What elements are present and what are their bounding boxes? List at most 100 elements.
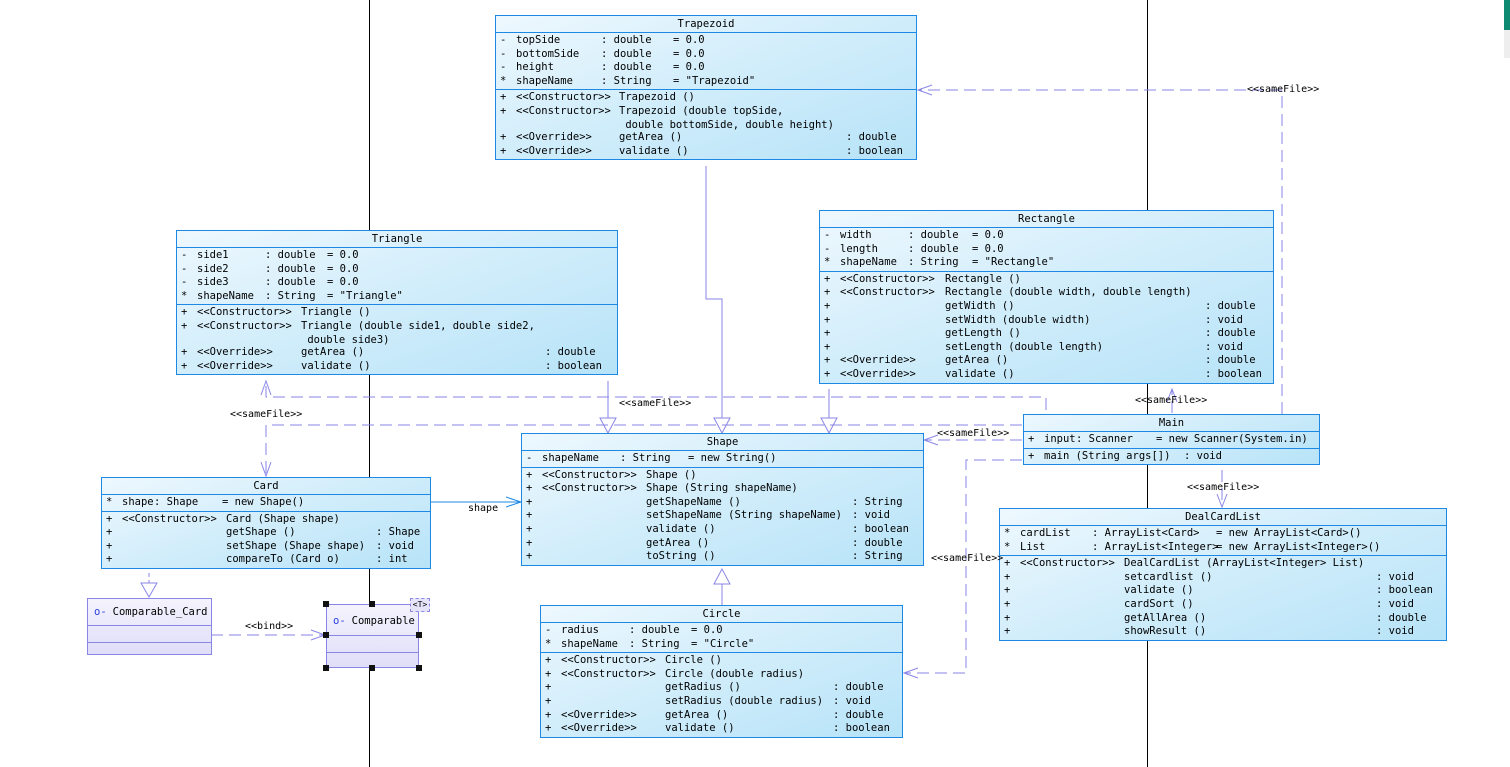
attribute-row[interactable]: -width: double= 0.0 [820, 229, 1273, 243]
operation-row[interactable]: +<<Override>>validate (): boolean [541, 722, 902, 736]
operation-row[interactable]: +<<Constructor>>Trapezoid () [496, 91, 916, 105]
attribute-row[interactable]: *shapeName: String= "Rectangle" [820, 256, 1273, 270]
class-circle[interactable]: Circle -radius: double= 0.0*shapeName: S… [540, 605, 903, 738]
selection-handle-nw[interactable] [323, 601, 329, 607]
visibility-marker: + [181, 306, 188, 319]
attribute-row[interactable]: -radius: double= 0.0 [541, 624, 902, 638]
operation-row[interactable]: +getShapeName (): String [522, 496, 923, 510]
class-main[interactable]: Main +input: Scanner= new Scanner(System… [1023, 414, 1320, 466]
bind-label: <<bind>> [245, 621, 294, 632]
class-title: Rectangle [820, 211, 1273, 228]
operation-row[interactable]: +<<Override>>getArea (): double [177, 346, 617, 360]
attribute-type: : double [908, 229, 959, 241]
visibility-marker: * [500, 74, 507, 87]
attribute-row[interactable]: *shapeName: String= "Triangle" [177, 290, 617, 304]
operation-row[interactable]: +setShapeName (String shapeName): void [522, 509, 923, 523]
operation-row[interactable]: +<<Constructor>>Rectangle (double width,… [820, 286, 1273, 300]
attribute-row[interactable]: -bottomSide: double= 0.0 [496, 48, 916, 62]
attribute-row[interactable]: -shapeName: String= new String() [522, 452, 923, 466]
arrowhead-triangle [260, 379, 272, 396]
class-dealcardlist[interactable]: DealCardList *cardList: ArrayList<Card>=… [999, 508, 1447, 641]
attribute-row[interactable]: -height: double= 0.0 [496, 61, 916, 75]
operation-row[interactable]: +validate (): boolean [522, 523, 923, 537]
operation-row[interactable]: +<<Constructor>>Card (Shape shape) [102, 513, 430, 527]
operation-row[interactable]: +<<Constructor>>Trapezoid (double topSid… [496, 105, 916, 131]
attribute-name: cardList [1020, 527, 1071, 539]
side-panel-edge[interactable] [1504, 0, 1510, 58]
attribute-type: : double [265, 262, 316, 275]
attribute-row[interactable]: *shape: Shape= new Shape() [102, 496, 430, 510]
operation-row[interactable]: +setRadius (double radius): void [541, 695, 902, 709]
operation-row[interactable]: +<<Constructor>>Rectangle () [820, 273, 1273, 287]
operation-row[interactable]: +<<Constructor>>Shape (String shapeName) [522, 482, 923, 496]
attribute-row[interactable]: +input: Scanner= new Scanner(System.in) [1024, 433, 1319, 447]
class-shape[interactable]: Shape -shapeName: String= new String() +… [521, 433, 924, 566]
class-trapezoid[interactable]: Trapezoid -topSide: double= 0.0-bottomSi… [495, 15, 917, 161]
attribute-row[interactable]: -length: double= 0.0 [820, 243, 1273, 257]
operation-row[interactable]: +compareTo (Card o): int [102, 553, 430, 567]
operation-row[interactable]: +getLength (): double [820, 327, 1273, 341]
operation-row[interactable]: +<<Override>>getArea (): double [541, 709, 902, 723]
attribute-initial-value: = new Scanner(System.in) [1156, 433, 1308, 445]
samefile-label-triangle: <<sameFile>> [619, 398, 692, 409]
visibility-marker: + [526, 536, 533, 549]
selection-handle-n[interactable] [369, 601, 375, 607]
operation-row[interactable]: +<<Constructor>>Triangle (double side1, … [177, 320, 617, 346]
operation-row[interactable]: +toString (): String [522, 550, 923, 564]
attribute-type: : double [908, 242, 959, 255]
operation-row[interactable]: +<<Constructor>>DealCardList (ArrayList<… [1000, 557, 1446, 571]
attribute-row[interactable]: *shapeName: String= "Circle" [541, 638, 902, 652]
selection-handle-sw[interactable] [323, 665, 329, 671]
operation-row[interactable]: +<<Constructor>>Triangle () [177, 306, 617, 320]
operation-row[interactable]: +showResult (): void [1000, 625, 1446, 639]
visibility-marker: + [526, 482, 533, 495]
operation-row[interactable]: +main (String args[]): void [1024, 450, 1319, 464]
operation-row[interactable]: +getWidth (): double [820, 300, 1273, 314]
operation-row[interactable]: +<<Override>>validate (): boolean [496, 145, 916, 159]
operation-row[interactable]: +<<Override>>validate (): boolean [820, 368, 1273, 382]
operation-row[interactable]: +<<Override>>getArea (): double [820, 354, 1273, 368]
operation-row[interactable]: +<<Override>>validate (): boolean [177, 360, 617, 374]
operation-row[interactable]: +<<Constructor>>Circle () [541, 654, 902, 668]
attribute-row[interactable]: -side2: double= 0.0 [177, 263, 617, 277]
operation-row[interactable]: +validate (): boolean [1000, 584, 1446, 598]
attribute-type: : ArrayList<Integer> [1092, 540, 1219, 553]
attributes-section: -side1: double= 0.0-side2: double= 0.0-s… [177, 248, 617, 304]
interface-comparable[interactable]: o-Comparable [326, 604, 419, 668]
interface-attributes-compartment [327, 636, 418, 653]
class-triangle[interactable]: Triangle -side1: double= 0.0-side2: doub… [176, 230, 618, 376]
attribute-row[interactable]: -side1: double= 0.0 [177, 249, 617, 263]
class-card[interactable]: Card *shape: Shape= new Shape() +<<Const… [101, 477, 431, 569]
attribute-initial-value: = new Shape() [222, 496, 305, 508]
class-rectangle[interactable]: Rectangle -width: double= 0.0-length: do… [819, 210, 1274, 384]
operation-row[interactable]: +<<Constructor>>Circle (double radius) [541, 668, 902, 682]
operation-signature: getLength () [945, 327, 1021, 340]
operation-row[interactable]: +getRadius (): double [541, 681, 902, 695]
selection-handle-se[interactable] [416, 665, 422, 671]
operation-row[interactable]: +setLength (double length): void [820, 341, 1273, 355]
attribute-row[interactable]: -topSide: double= 0.0 [496, 34, 916, 48]
attribute-row[interactable]: *shapeName: String= "Trapezoid" [496, 75, 916, 89]
operation-stereotype: <<Constructor>> [542, 468, 637, 481]
template-parameter-badge[interactable]: <T> [410, 598, 430, 612]
interface-comparable-card[interactable]: o-Comparable_Card [87, 598, 212, 655]
class-title: Circle [541, 606, 902, 623]
operation-row[interactable]: +setWidth (double width): void [820, 314, 1273, 328]
selection-handle-e[interactable] [416, 632, 422, 638]
selection-handle-w[interactable] [323, 632, 329, 638]
attribute-row[interactable]: *cardList: ArrayList<Card>= new ArrayLis… [1000, 527, 1446, 541]
operation-row[interactable]: +getAllArea (): double [1000, 612, 1446, 626]
operation-row[interactable]: +cardSort (): void [1000, 598, 1446, 612]
operation-row[interactable]: +<<Override>>getArea (): double [496, 131, 916, 145]
operation-row[interactable]: +setShape (Shape shape): void [102, 540, 430, 554]
operation-row[interactable]: +setcardlist (): void [1000, 571, 1446, 585]
operation-row[interactable]: +getShape (): Shape [102, 526, 430, 540]
selection-handle-s[interactable] [369, 665, 375, 671]
arrowhead-shape [922, 434, 939, 446]
attribute-row[interactable]: *List: ArrayList<Integer>= new ArrayList… [1000, 541, 1446, 555]
attribute-row[interactable]: -side3: double= 0.0 [177, 276, 617, 290]
operation-return-type: : void [1376, 597, 1414, 610]
attribute-name: shapeName [561, 637, 618, 650]
operation-row[interactable]: +getArea (): double [522, 537, 923, 551]
operation-row[interactable]: +<<Constructor>>Shape () [522, 469, 923, 483]
